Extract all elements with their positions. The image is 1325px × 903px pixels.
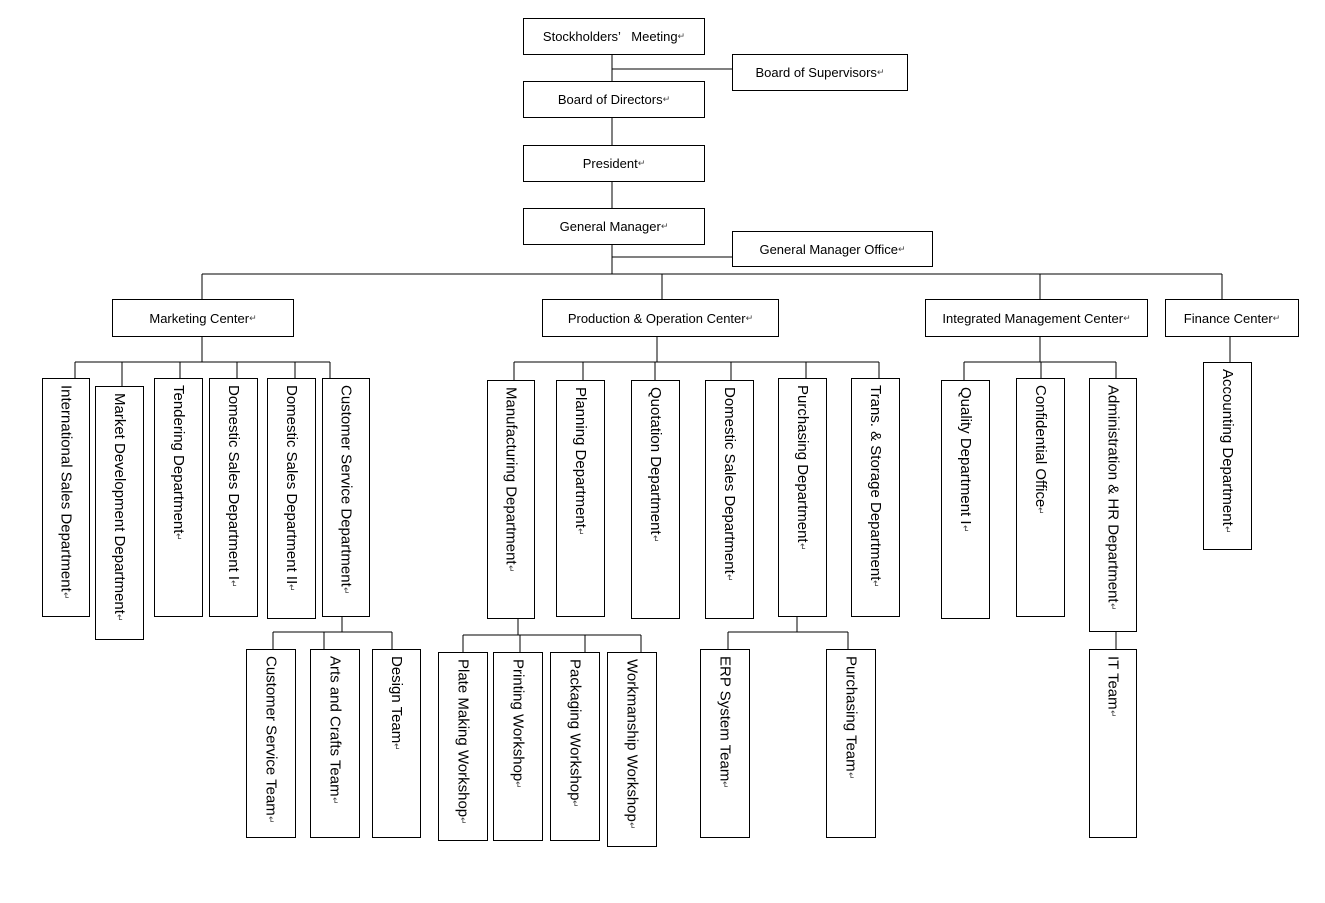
box-label: President xyxy=(582,156,638,171)
workshop-packaging: Packaging Workshop↵ xyxy=(550,652,600,841)
box-label: Integrated Management Center xyxy=(942,310,1124,326)
dept-label: Quotation Department xyxy=(647,387,664,535)
box-label: General Manager xyxy=(559,219,661,234)
dept-label: Trans. & Storage Department xyxy=(867,385,884,581)
box-label: Board of Supervisors xyxy=(755,65,877,80)
board-of-directors-box: Board of Directors↵ xyxy=(523,81,705,118)
team-customer-service: Customer Service Team↵ xyxy=(246,649,296,838)
team-label: Arts and Crafts Team xyxy=(326,656,344,797)
dept-manufacturing: Manufacturing Department↵ xyxy=(487,380,535,619)
dept-accounting: Accounting Department↵ xyxy=(1203,362,1252,550)
team-erp-system: ERP System Team↵ xyxy=(700,649,750,838)
board-of-supervisors-box: Board of Supervisors↵ xyxy=(732,54,908,91)
dept-label: Confidential Office xyxy=(1032,385,1049,508)
team-it: IT Team↵ xyxy=(1089,649,1137,838)
box-label: Board of Directors xyxy=(557,92,663,107)
workshop-workmanship: Workmanship Workshop↵ xyxy=(607,652,657,847)
dept-customer-service: Customer Service Department↵ xyxy=(322,378,370,617)
dept-label: Market Development Department xyxy=(111,393,128,614)
box-label: Finance Center xyxy=(1183,310,1273,326)
team-label: Customer Service Team xyxy=(262,656,280,816)
team-label: IT Team xyxy=(1104,656,1122,710)
integrated-management-center-box: Integrated Management Center↵ xyxy=(925,299,1148,337)
dept-label: Domestic Sales Department xyxy=(721,387,738,574)
team-arts-and-crafts: Arts and Crafts Team↵ xyxy=(310,649,360,838)
stockholders-meeting-box: Stockholders’ Meeting↵ xyxy=(523,18,705,55)
dept-domestic-sales-1: Domestic Sales Department I↵ xyxy=(209,378,258,617)
dept-quotation: Quotation Department↵ xyxy=(631,380,680,619)
dept-domestic-sales-2: Domestic Sales Department II↵ xyxy=(267,378,316,619)
team-label: Purchasing Team xyxy=(842,656,860,772)
workshop-label: Plate Making Workshop xyxy=(454,659,472,818)
dept-label: Tendering Department xyxy=(170,385,187,534)
workshop-label: Printing Workshop xyxy=(509,659,527,782)
dept-trans-storage: Trans. & Storage Department↵ xyxy=(851,378,900,617)
dept-label: Purchasing Department xyxy=(794,385,811,543)
dept-confidential-office: Confidential Office↵ xyxy=(1016,378,1065,617)
box-label: Stockholders’ Meeting xyxy=(542,29,678,44)
team-design: Design Team↵ xyxy=(372,649,421,838)
dept-label: Customer Service Department xyxy=(337,385,355,587)
box-label: Marketing Center xyxy=(149,310,250,326)
dept-domestic-sales-production: Domestic Sales Department ↵ xyxy=(705,380,754,619)
dept-label: Administration & HR Department xyxy=(1104,385,1122,603)
dept-planning: Planning Department↵ xyxy=(556,380,605,617)
team-label: ERP System Team xyxy=(716,656,734,782)
dept-label: Domestic Sales Department I xyxy=(225,385,242,581)
general-manager-office-box: General Manager Office↵ xyxy=(732,231,933,267)
workshop-label: Workmanship Workshop xyxy=(623,659,641,822)
president-box: President↵ xyxy=(523,145,705,182)
dept-purchasing: Purchasing Department ↵ xyxy=(778,378,827,617)
dept-label: International Sales Department xyxy=(57,385,75,592)
dept-label: Planning Department xyxy=(572,387,589,528)
dept-label: Quality Department I xyxy=(957,387,974,525)
box-label: Production & Operation Center xyxy=(567,310,746,326)
dept-label: Manufacturing Department xyxy=(502,387,520,565)
team-label: Design Team xyxy=(388,656,405,744)
dept-market-development: Market Development Department↵ xyxy=(95,386,144,640)
box-label: General Manager Office xyxy=(759,241,898,257)
dept-quality: Quality Department I↵ xyxy=(941,380,990,619)
marketing-center-box: Marketing Center↵ xyxy=(112,299,294,337)
workshop-printing: Printing Workshop↵ xyxy=(493,652,543,841)
dept-tendering: Tendering Department↵ xyxy=(154,378,203,617)
dept-label: Accounting Department xyxy=(1219,369,1236,526)
workshop-label: Packaging Workshop xyxy=(566,659,584,801)
dept-label: Domestic Sales Department II xyxy=(283,385,300,585)
team-purchasing: Purchasing Team↵ xyxy=(826,649,876,838)
dept-administration-hr: Administration & HR Department↵ xyxy=(1089,378,1137,632)
dept-international-sales: International Sales Department↵ xyxy=(42,378,90,617)
production-operation-center-box: Production & Operation Center↵ xyxy=(542,299,779,337)
workshop-plate-making: Plate Making Workshop↵ xyxy=(438,652,488,841)
finance-center-box: Finance Center↵ xyxy=(1165,299,1299,337)
general-manager-box: General Manager↵ xyxy=(523,208,705,245)
